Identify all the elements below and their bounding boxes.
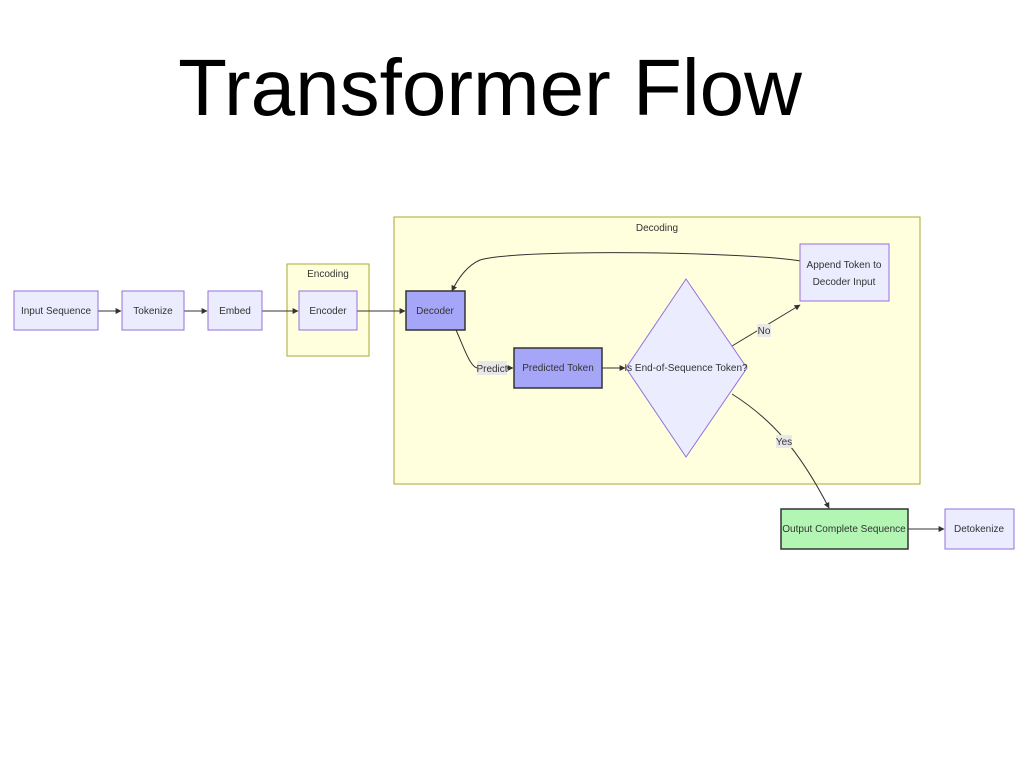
edge-label-no: No [757,324,771,337]
node-output-complete: Output Complete Sequence [780,508,909,550]
node-embed-label: Embed [219,306,251,317]
node-append-token-label-line1: Append Token to [807,260,882,271]
node-append-token-label-line2: Decoder Input [813,277,876,288]
edge-label-predict-text: Predict [476,364,507,375]
edge-label-yes-text: Yes [776,437,792,448]
node-predicted-token: Predicted Token [513,347,603,389]
edge-label-predict: Predict [476,361,508,375]
node-detokenize: Detokenize [944,508,1015,550]
node-encoder: Encoder [298,290,358,331]
node-embed: Embed [207,290,263,331]
node-is-eos-decision: Is End-of-Sequence Token? [624,278,748,458]
edges [98,252,945,532]
slide-title: Transformer Flow [178,43,802,132]
edge-label-yes: Yes [776,435,792,448]
node-output-complete-label: Output Complete Sequence [782,524,906,535]
edge-label-no-text: No [758,326,771,337]
node-decoder: Decoder [405,290,466,331]
edge-append-decoder [451,252,807,292]
node-decoder-label: Decoder [416,306,454,317]
node-tokenize-label: Tokenize [133,306,173,317]
cluster-decoding-label: Decoding [636,223,678,234]
node-predicted-token-label: Predicted Token [522,363,594,374]
cluster-encoding-label: Encoding [307,269,349,280]
node-append-token: Append Token to Decoder Input [799,243,890,302]
node-encoder-label: Encoder [309,306,347,317]
node-input-sequence: Input Sequence [13,290,99,331]
node-detokenize-label: Detokenize [954,524,1004,535]
node-tokenize: Tokenize [121,290,185,331]
node-input-sequence-label: Input Sequence [21,306,91,317]
node-is-eos-label: Is End-of-Sequence Token? [624,363,748,374]
